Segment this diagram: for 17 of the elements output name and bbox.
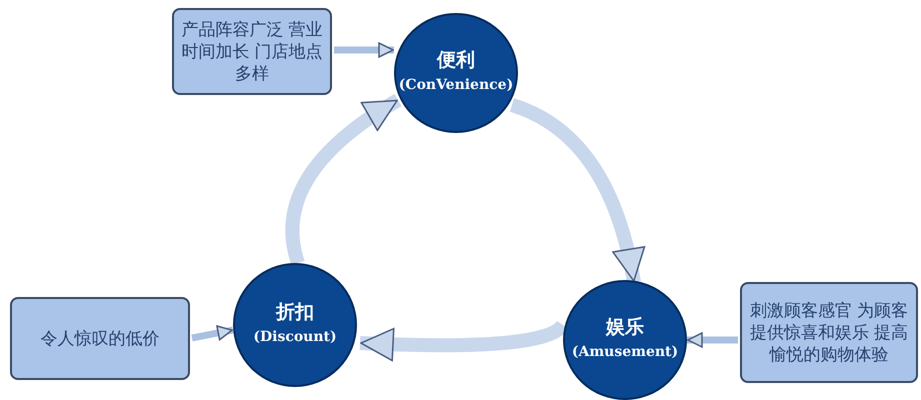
circle-title: 折扣 — [274, 300, 315, 325]
note-box: 刺激顾客感官 为顾客提供惊喜和娱乐 提高愉悦的购物体验 — [740, 282, 918, 383]
concept-circle — [233, 263, 357, 387]
concept-circle — [563, 280, 687, 400]
arrow — [687, 332, 738, 348]
circle-subtitle: (ConVenience) — [398, 77, 514, 93]
note-box: 令人惊叹的低价 — [10, 297, 190, 380]
concept-circle — [394, 13, 518, 133]
arrow — [191, 325, 234, 342]
arrow — [334, 42, 394, 58]
circle-subtitle: (Amusement) — [570, 344, 680, 360]
circle-title: 便利 — [436, 48, 476, 73]
note-box: 产品阵容广泛 营业时间加长 门店地点多样 — [172, 8, 332, 95]
arrow — [510, 98, 644, 284]
arrow — [286, 94, 402, 265]
circle-title: 娱乐 — [604, 315, 645, 340]
circle-subtitle: (Discount) — [252, 329, 338, 345]
